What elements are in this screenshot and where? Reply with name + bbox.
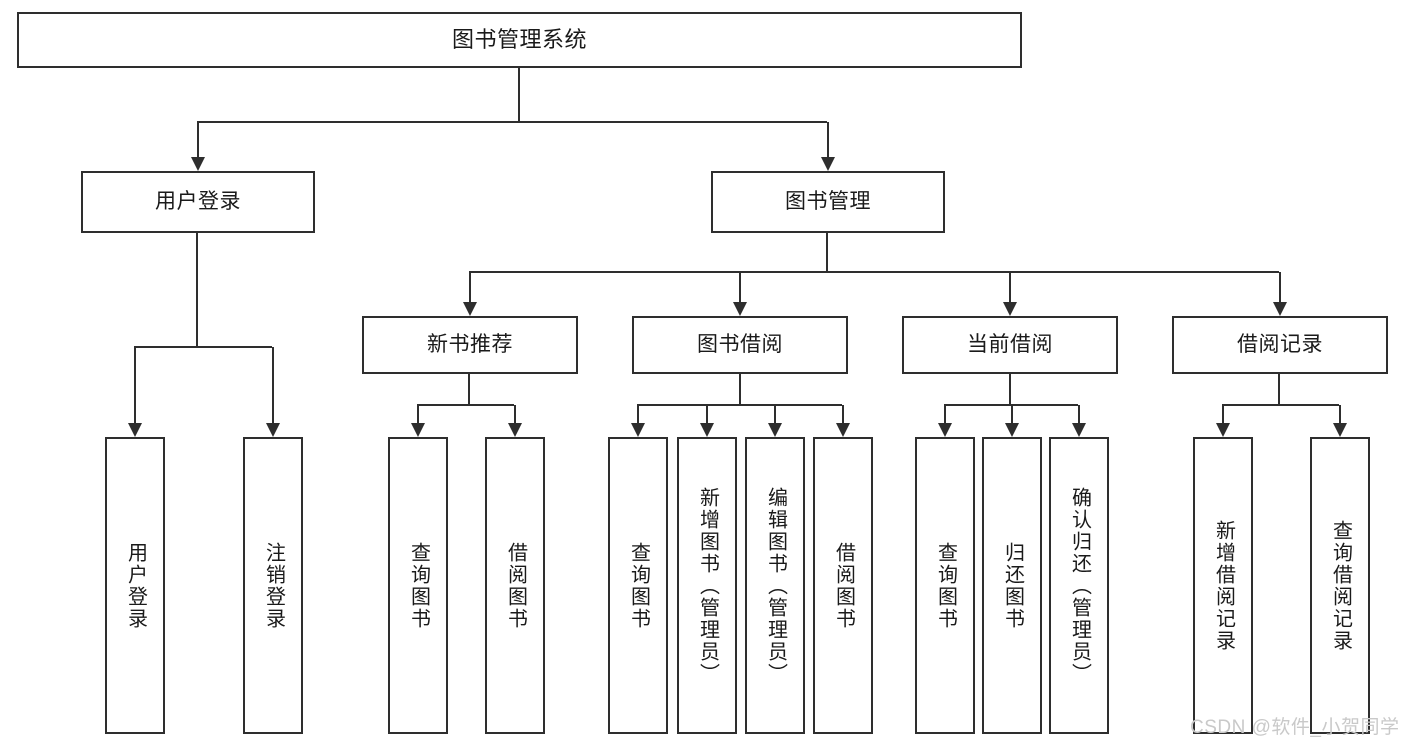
node-leaf-user-logout[interactable]: 注销登录 [243,437,303,734]
node-label: 用户登录 [124,541,147,630]
node-current-borrow[interactable]: 当前借阅 [902,316,1118,374]
edge-drop-root-1 [827,122,829,158]
node-label: 图书管理 [785,189,871,213]
edge-drop-book-management-2 [1009,272,1011,303]
arrowhead-book-borrow-3 [836,423,850,437]
node-user-login[interactable]: 用户登录 [81,171,315,233]
edge-bar-book-borrow [637,404,842,406]
edge-drop-book-borrow-2 [774,405,776,424]
edge-drop-borrow-record-0 [1222,405,1224,424]
edge-drop-book-borrow-1 [706,405,708,424]
node-label: 查询图书 [627,541,650,630]
node-book-borrow[interactable]: 图书借阅 [632,316,848,374]
arrowhead-book-management-1 [733,302,747,316]
node-leaf-return-book[interactable]: 归还图书 [982,437,1042,734]
edge-drop-book-management-3 [1279,272,1281,303]
edge-drop-book-borrow-0 [637,405,639,424]
edge-stem-user-login [196,233,198,347]
node-leaf-borrow-book-1[interactable]: 借阅图书 [485,437,545,734]
csdn-watermark: CSDN @软件_小贺同学 [1190,717,1400,738]
edge-stem-new-book-recommend [468,374,470,405]
edge-drop-user-login-0 [134,347,136,424]
edge-drop-borrow-record-1 [1339,405,1341,424]
edge-drop-user-login-1 [272,347,274,424]
edge-drop-root-0 [197,122,199,158]
arrowhead-book-management-2 [1003,302,1017,316]
node-label: 用户登录 [155,189,241,213]
edge-bar-borrow-record [1222,404,1339,406]
node-borrow-record[interactable]: 借阅记录 [1172,316,1388,374]
arrowhead-book-borrow-1 [700,423,714,437]
arrowhead-book-borrow-0 [631,423,645,437]
node-leaf-query-record[interactable]: 查询借阅记录 [1310,437,1370,734]
arrowhead-root-1 [821,157,835,171]
node-label: 查询图书 [407,541,430,630]
node-new-book-recommend[interactable]: 新书推荐 [362,316,578,374]
arrowhead-current-borrow-1 [1005,423,1019,437]
edge-bar-user-login [134,346,272,348]
node-label: 归还图书 [1001,541,1024,630]
node-leaf-borrow-book-2[interactable]: 借阅图书 [813,437,873,734]
node-label: 确认归还（管理员） [1068,486,1091,685]
node-leaf-add-book[interactable]: 新增图书（管理员） [677,437,737,734]
edge-bar-new-book-recommend [417,404,514,406]
edge-drop-current-borrow-0 [944,405,946,424]
arrowhead-user-login-0 [128,423,142,437]
node-label: 借阅图书 [832,541,855,630]
node-leaf-user-login[interactable]: 用户登录 [105,437,165,734]
node-label: 新增图书（管理员） [696,486,719,685]
edge-drop-new-book-recommend-0 [417,405,419,424]
arrowhead-book-management-3 [1273,302,1287,316]
edge-stem-borrow-record [1278,374,1280,405]
node-leaf-add-record[interactable]: 新增借阅记录 [1193,437,1253,734]
arrowhead-new-book-recommend-1 [508,423,522,437]
edge-bar-root [197,121,827,123]
arrowhead-new-book-recommend-0 [411,423,425,437]
node-label: 注销登录 [262,541,285,630]
edge-drop-current-borrow-2 [1078,405,1080,424]
node-leaf-query-book-3[interactable]: 查询图书 [915,437,975,734]
arrowhead-borrow-record-1 [1333,423,1347,437]
node-label: 新书推荐 [427,332,513,356]
arrowhead-borrow-record-0 [1216,423,1230,437]
node-label: 新增借阅记录 [1212,519,1235,652]
node-leaf-confirm-return[interactable]: 确认归还（管理员） [1049,437,1109,734]
node-label: 图书借阅 [697,332,783,356]
node-leaf-query-book-1[interactable]: 查询图书 [388,437,448,734]
edge-drop-current-borrow-1 [1011,405,1013,424]
edge-stem-book-management [826,233,828,272]
edge-bar-book-management [469,271,1279,273]
edge-drop-book-management-1 [739,272,741,303]
edge-stem-root [518,68,520,122]
node-label: 查询借阅记录 [1329,519,1352,652]
edge-drop-new-book-recommend-1 [514,405,516,424]
node-label: 借阅记录 [1237,332,1323,356]
arrowhead-current-borrow-0 [938,423,952,437]
node-label: 借阅图书 [504,541,527,630]
edge-drop-book-borrow-3 [842,405,844,424]
node-label: 图书管理系统 [451,27,587,53]
arrowhead-book-management-0 [463,302,477,316]
node-book-management[interactable]: 图书管理 [711,171,945,233]
node-label: 当前借阅 [967,332,1053,356]
edge-stem-book-borrow [739,374,741,405]
node-label: 编辑图书（管理员） [764,486,787,685]
node-leaf-edit-book[interactable]: 编辑图书（管理员） [745,437,805,734]
node-leaf-query-book-2[interactable]: 查询图书 [608,437,668,734]
arrowhead-user-login-1 [266,423,280,437]
edge-drop-book-management-0 [469,272,471,303]
node-label: 查询图书 [934,541,957,630]
arrowhead-root-0 [191,157,205,171]
arrowhead-current-borrow-2 [1072,423,1086,437]
node-root[interactable]: 图书管理系统 [17,12,1022,68]
edge-stem-current-borrow [1009,374,1011,405]
arrowhead-book-borrow-2 [768,423,782,437]
